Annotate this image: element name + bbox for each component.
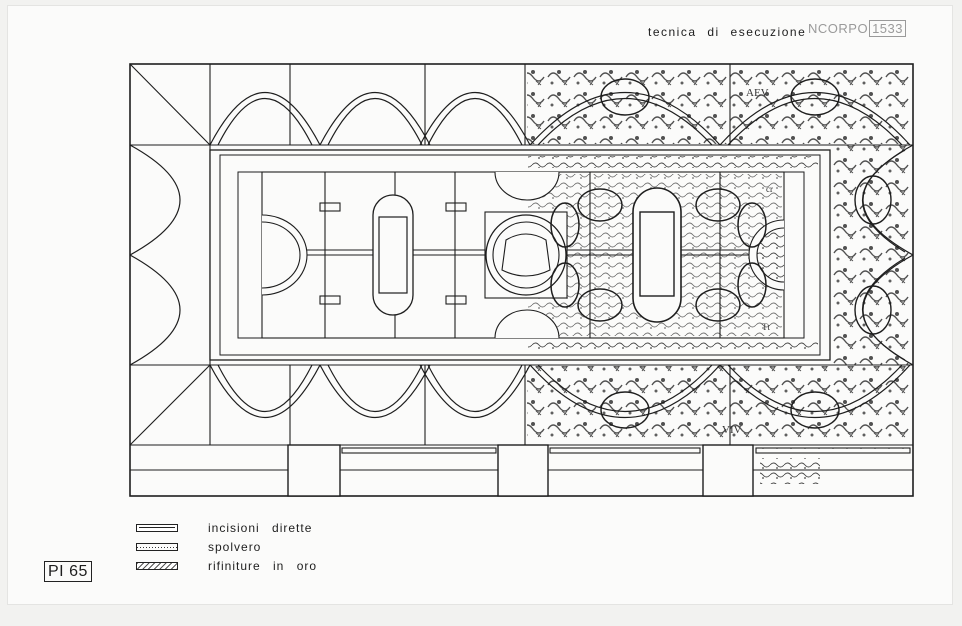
pier-left xyxy=(287,444,341,497)
legend-symbol-spolvero xyxy=(136,543,178,551)
cornice-inner xyxy=(219,154,821,356)
left-cartouche xyxy=(372,194,414,316)
center-medallion xyxy=(485,214,567,296)
ornament-field-right xyxy=(832,145,911,365)
mark-center-a: cr xyxy=(766,184,773,194)
ornament-band-bottom-over xyxy=(528,340,818,352)
legend-symbol-incisioni xyxy=(136,524,178,532)
ceiling-plan-drawing: AEV VIV cr Tt xyxy=(129,63,914,497)
ornament-field-bottom xyxy=(527,366,911,444)
right-cartouche xyxy=(632,187,682,323)
pier-right xyxy=(702,444,754,497)
archive-stamp-text: NCORPO xyxy=(808,21,869,36)
legend-symbol-rifiniture xyxy=(136,562,178,570)
archive-stamp-number: 1533 xyxy=(869,20,906,37)
legend-label-rifiniture: rifiniture in oro xyxy=(208,559,318,573)
ornament-field-top xyxy=(527,66,911,144)
mark-lower-right: VIV xyxy=(722,424,742,436)
header-title: tecnica di esecuzione xyxy=(648,25,807,39)
legend-label-incisioni: incisioni dirette xyxy=(208,521,313,535)
ornament-band-top-over xyxy=(528,156,818,168)
left-apse xyxy=(261,214,308,296)
pier-center xyxy=(497,444,549,497)
mark-center-b: Tt xyxy=(762,322,770,332)
mark-upper-right: AEV xyxy=(746,87,769,99)
legend-label-spolvero: spolvero xyxy=(208,540,262,554)
plate-number: PI 65 xyxy=(44,561,92,582)
